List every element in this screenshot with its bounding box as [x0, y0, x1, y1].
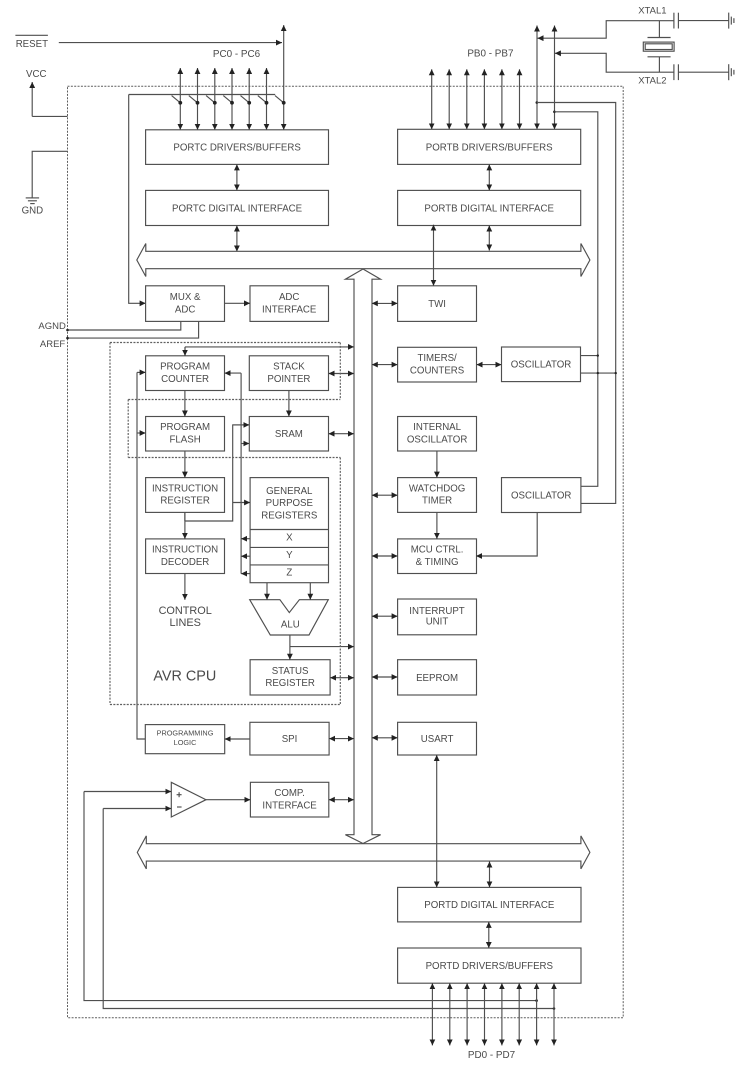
svg-text:EEPROM: EEPROM: [416, 673, 458, 684]
svg-text:TIMERS/: TIMERS/: [417, 353, 457, 364]
svg-text:FLASH: FLASH: [169, 434, 200, 445]
svg-text:TIMER: TIMER: [422, 496, 452, 507]
svg-text:COUNTERS: COUNTERS: [410, 365, 465, 376]
svg-text:Y: Y: [286, 550, 293, 561]
svg-text:X: X: [286, 533, 293, 544]
svg-text:LOGIC: LOGIC: [174, 738, 197, 747]
svg-text:INSTRUCTION: INSTRUCTION: [152, 545, 218, 556]
svg-text:& TIMING: & TIMING: [416, 557, 459, 568]
svg-text:PORTC DRIVERS/BUFFERS: PORTC DRIVERS/BUFFERS: [173, 143, 301, 154]
svg-text:REGISTER: REGISTER: [160, 496, 210, 507]
svg-text:UNIT: UNIT: [426, 617, 449, 628]
svg-text:PC0 - PC6: PC0 - PC6: [213, 49, 261, 60]
svg-text:TWI: TWI: [428, 299, 446, 310]
svg-text:REGISTERS: REGISTERS: [261, 510, 318, 521]
svg-text:STACK: STACK: [273, 362, 305, 373]
svg-text:PROGRAM: PROGRAM: [160, 422, 210, 433]
svg-text:LINES: LINES: [169, 617, 200, 629]
svg-text:CONTROL: CONTROL: [159, 605, 212, 617]
svg-text:ADC: ADC: [279, 292, 299, 303]
svg-text:AREF: AREF: [40, 339, 66, 350]
svg-text:PD0 - PD7: PD0 - PD7: [468, 1050, 515, 1061]
svg-text:ALU: ALU: [281, 620, 300, 631]
svg-text:ADC: ADC: [175, 304, 195, 315]
svg-text:XTAL2: XTAL2: [638, 75, 666, 86]
svg-text:MUX &: MUX &: [170, 292, 201, 303]
svg-text:Z: Z: [286, 568, 292, 579]
svg-text:WATCHDOG: WATCHDOG: [409, 483, 466, 494]
svg-text:PROGRAMMING: PROGRAMMING: [157, 729, 214, 738]
svg-text:PORTB DRIVERS/BUFFERS: PORTB DRIVERS/BUFFERS: [426, 142, 553, 153]
svg-text:SPI: SPI: [282, 734, 298, 745]
svg-text:INSTRUCTION: INSTRUCTION: [152, 483, 218, 494]
svg-text:PORTB DIGITAL INTERFACE: PORTB DIGITAL INTERFACE: [424, 203, 554, 214]
svg-text:OSCILLATOR: OSCILLATOR: [511, 490, 571, 501]
svg-text:INTERNAL: INTERNAL: [413, 422, 462, 433]
svg-text:PORTC DIGITAL INTERFACE: PORTC DIGITAL INTERFACE: [172, 203, 303, 214]
svg-text:STATUS: STATUS: [272, 666, 309, 677]
svg-text:DECODER: DECODER: [161, 557, 209, 568]
svg-text:MCU CTRL.: MCU CTRL.: [411, 545, 464, 556]
svg-text:OSCILLATOR: OSCILLATOR: [511, 360, 571, 371]
svg-text:VCC: VCC: [26, 69, 46, 80]
svg-text:REGISTER: REGISTER: [265, 678, 315, 689]
svg-text:POINTER: POINTER: [267, 374, 310, 385]
svg-text:INTERRUPT: INTERRUPT: [409, 606, 465, 617]
svg-text:GENERAL: GENERAL: [266, 486, 313, 497]
svg-text:SRAM: SRAM: [275, 429, 303, 440]
svg-text:RESET: RESET: [16, 39, 48, 50]
svg-text:INTERFACE: INTERFACE: [262, 304, 317, 315]
svg-text:AGND: AGND: [38, 321, 66, 332]
svg-text:XTAL1: XTAL1: [638, 5, 666, 16]
svg-text:PB0 - PB7: PB0 - PB7: [467, 49, 513, 60]
svg-text:COMP.: COMP.: [274, 788, 305, 799]
svg-text:COUNTER: COUNTER: [161, 374, 209, 385]
svg-text:GND: GND: [22, 206, 44, 217]
svg-text:INTERFACE: INTERFACE: [262, 800, 317, 811]
svg-text:PROGRAM: PROGRAM: [160, 362, 210, 373]
svg-text:AVR CPU: AVR CPU: [153, 668, 216, 684]
svg-text:PORTD DIGITAL INTERFACE: PORTD DIGITAL INTERFACE: [424, 900, 555, 911]
svg-text:USART: USART: [421, 734, 454, 745]
svg-text:OSCILLATOR: OSCILLATOR: [407, 434, 467, 445]
svg-text:PURPOSE: PURPOSE: [266, 498, 314, 509]
svg-text:PORTD DRIVERS/BUFFERS: PORTD DRIVERS/BUFFERS: [426, 961, 554, 972]
